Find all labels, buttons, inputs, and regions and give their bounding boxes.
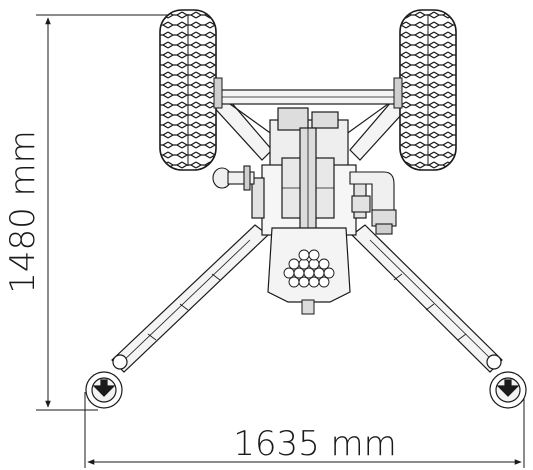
hex-pattern — [283, 249, 335, 288]
wheel-left — [159, 9, 223, 171]
outrigger-foot-right — [486, 354, 527, 409]
wheel-right — [393, 9, 457, 171]
hose-coupling-icon — [212, 165, 255, 191]
height-dimension — [36, 14, 190, 411]
height-label: 1480 mm — [3, 130, 43, 294]
hydraulic-hose — [349, 171, 397, 235]
width-label: 1635 mm — [233, 424, 397, 464]
front-connector — [301, 299, 315, 315]
leg-left-lower — [111, 224, 269, 373]
width-dimension — [84, 392, 525, 468]
leg-right-lower — [351, 224, 503, 373]
outrigger-foot-left — [85, 354, 128, 409]
